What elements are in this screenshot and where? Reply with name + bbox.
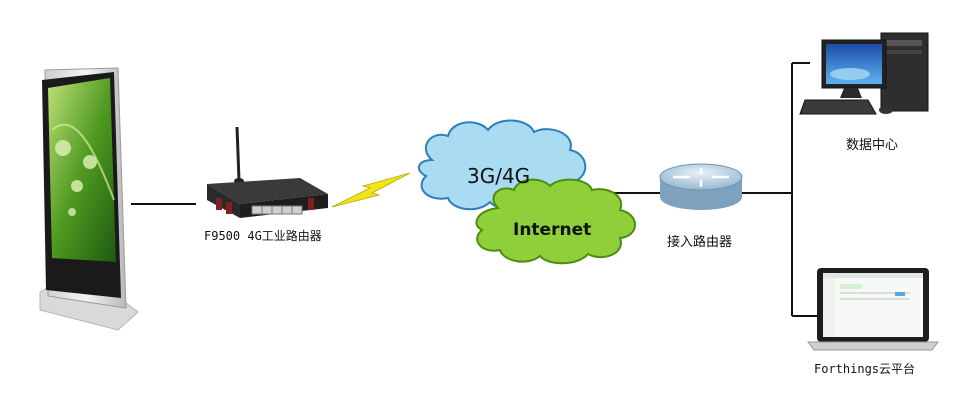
lightning-bolt-icon: [331, 172, 411, 208]
laptop-icon: [807, 268, 939, 351]
connection-lines: [131, 62, 818, 317]
cloud-internet-icon: [475, 178, 636, 265]
router-label: F9500 4G工业路由器: [204, 229, 322, 243]
access-router-label: 接入路由器: [667, 235, 733, 250]
desktop-computer-icon: [799, 32, 929, 115]
network-router-icon: [659, 163, 743, 210]
data-center-label: 数据中心: [846, 138, 899, 153]
kiosk-display-icon: [39, 67, 139, 331]
cloud-3g4g-label: 3G/4G: [467, 164, 531, 188]
platform-label: Forthings云平台: [814, 362, 916, 376]
industrial-4g-router-icon: [207, 126, 328, 218]
cloud-internet-label: Internet: [513, 220, 592, 240]
